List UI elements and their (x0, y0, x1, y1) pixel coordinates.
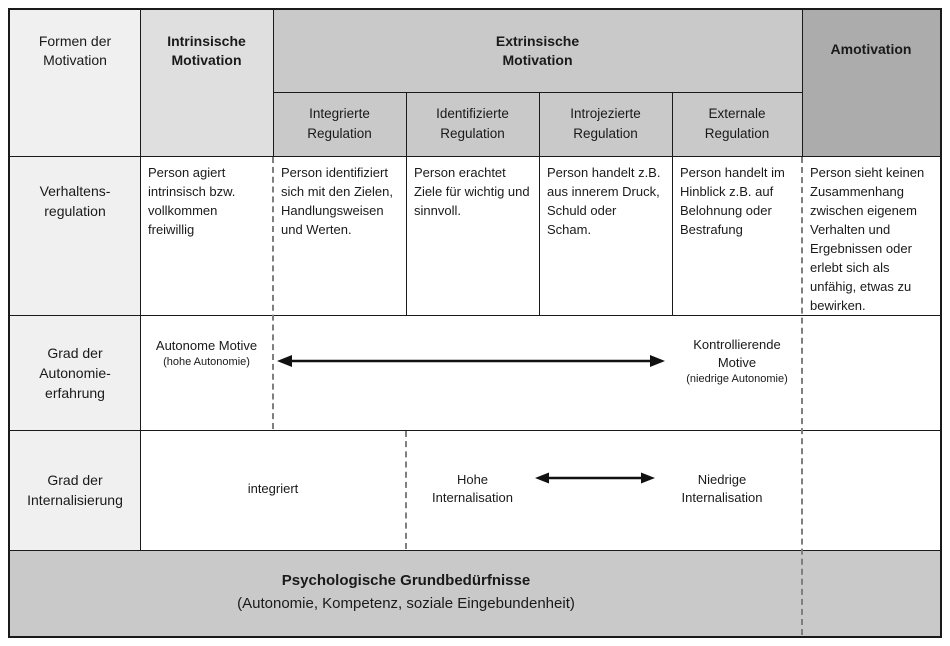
cell-verhaltens-amotivation: Person sieht keinen Zusammenhang zwische… (810, 165, 925, 313)
internalisation-text: Internalisation (681, 490, 763, 505)
subheader-line1: Identifizierte (436, 106, 509, 121)
row-label-line2: regulation (44, 203, 106, 219)
dashed-line-internalisierung (405, 431, 407, 549)
row-label-internalisierung: Grad der Internalisierung (10, 430, 140, 550)
row-label-line1: Grad der (47, 472, 103, 488)
grid-line-col1 (140, 10, 141, 550)
autonomy-span-arrow-icon (276, 352, 666, 370)
cell-verhaltens-identifiziert: Person erachtet Ziele für wichtig und si… (414, 165, 530, 218)
autonome-motive-label: Autonome Motive (hohe Autonomie) (140, 337, 273, 370)
subheader-line2: Regulation (573, 126, 638, 141)
row-label-line2: Internalisierung (27, 492, 123, 508)
cell-verhaltens-integriert: Person identifiziert sich mit den Zielen… (281, 165, 393, 237)
internalisation-span-arrow-icon (534, 469, 656, 487)
row-label-line1: Verhaltens- (39, 183, 111, 199)
subheader-integrierte-regulation: Integrierte Regulation (273, 92, 406, 156)
hohe-autonomie-text: (hohe Autonomie) (163, 356, 250, 368)
extrinsic-label-line1: Extrinsische (495, 33, 580, 49)
subheader-line1: Integrierte (309, 106, 370, 121)
grid-line-subheader-top (273, 92, 802, 93)
footer-grundbeduerfnisse-cell: Psychologische Grundbedürfnisse (Autonom… (10, 550, 940, 636)
intrinsic-label-line1: Intrinsische (167, 33, 246, 49)
row-label-autonomieerfahrung: Grad der Autonomie- erfahrung (10, 315, 140, 430)
cell-verhaltens-introjeziert: Person handelt z.B. aus innerem Druck, S… (547, 165, 661, 237)
grid-line-row3-bottom (10, 430, 940, 431)
integriert-text: integriert (247, 481, 299, 496)
row-label-verhaltensregulation: Verhaltens- regulation (10, 156, 140, 315)
corner-label-line1: Formen der (38, 33, 112, 49)
niedrige-text: Niedrige (697, 472, 747, 487)
subheader-line2: Regulation (307, 126, 372, 141)
corner-label-line2: Motivation (43, 52, 107, 68)
grid-line-col4 (539, 92, 540, 315)
niedrige-internalisation-label: Niedrige Internalisation (662, 471, 782, 507)
grid-line-row1-bottom (10, 156, 940, 157)
amotivation-label: Amotivation (830, 41, 912, 57)
motive-text: Motive (717, 355, 757, 370)
row-label-line2: Autonomie- (39, 364, 111, 381)
grid-line-col5 (672, 92, 673, 315)
footer-subtitle: (Autonomie, Kompetenz, soziale Eingebund… (237, 595, 575, 612)
header-intrinsic-cell: Intrinsische Motivation (140, 10, 273, 156)
hohe-text: Hohe (456, 472, 489, 487)
footer-text-block: Psychologische Grundbedürfnisse (Autonom… (10, 569, 802, 615)
kontrollierende-motive-label: Kontrollierende Motive (niedrige Autonom… (672, 336, 802, 387)
subheader-externale-regulation: Externale Regulation (672, 92, 802, 156)
header-extrinsic-cell: Extrinsische Motivation (273, 10, 802, 92)
cell-verhaltens-intrinsisch: Person agiert intrinsisch bzw. vollkomme… (148, 165, 236, 237)
footer-title: Psychologische Grundbedürfnisse (281, 572, 531, 589)
hohe-internalisation-label: Hohe Internalisation (406, 471, 539, 507)
grid-line-footer-top (10, 550, 940, 551)
header-corner-cell: Formen der Motivation (10, 10, 140, 156)
grid-line-col6-header (802, 10, 803, 156)
row-label-line1: Grad der (47, 344, 103, 361)
intrinsic-label-line2: Motivation (171, 52, 242, 68)
grid-line-row2-bottom (10, 315, 940, 316)
subheader-line2: Regulation (704, 126, 770, 141)
internalisation-text: Internalisation (432, 490, 513, 505)
subheader-introjezierte-regulation: Introjezierte Regulation (539, 92, 672, 156)
header-amotivation-cell: Amotivation (802, 10, 940, 156)
dashed-line-amotivation (801, 157, 803, 635)
extrinsic-label-line2: Motivation (502, 52, 573, 68)
grid-line-col3 (406, 92, 407, 315)
kontrollierende-text: Kontrollierende (693, 337, 781, 352)
grid-line-col2-header (273, 10, 274, 156)
integriert-label: integriert (140, 430, 406, 548)
subheader-line2: Regulation (440, 126, 505, 141)
row-label-line3: erfahrung (45, 384, 105, 401)
autonome-motive-text: Autonome Motive (155, 338, 258, 353)
niedrige-autonomie-text: (niedrige Autonomie) (686, 373, 788, 385)
subheader-identifizierte-regulation: Identifizierte Regulation (406, 92, 539, 156)
cell-verhaltens-external: Person handelt im Hinblick z.B. auf Belo… (680, 165, 785, 237)
subheader-line1: Externale (708, 106, 766, 121)
subheader-line1: Introjezierte (570, 106, 641, 121)
dashed-line-intrinsic-extrinsic (272, 157, 274, 429)
